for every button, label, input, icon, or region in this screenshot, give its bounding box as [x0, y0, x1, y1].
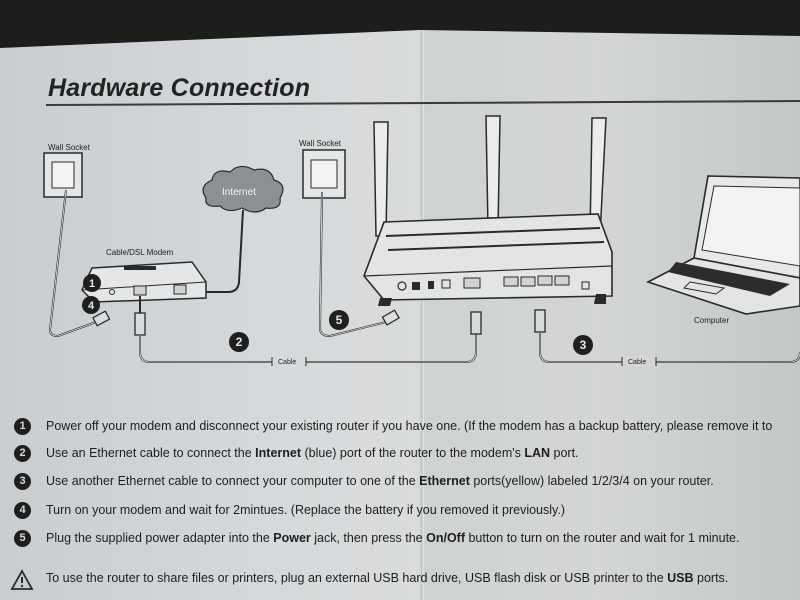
- svg-text:2: 2: [236, 335, 243, 349]
- step-text: Plug the supplied power adapter into the…: [46, 531, 740, 545]
- usb-note-text: To use the router to share files or prin…: [46, 571, 729, 585]
- manual-page: [0, 30, 800, 600]
- ethernet-plug-icon: [534, 309, 546, 333]
- step-text: Power off your modem and disconnect your…: [46, 419, 773, 433]
- svg-text:5: 5: [336, 313, 343, 327]
- ethernet-plug-icon: [134, 312, 146, 336]
- step-text: Use another Ethernet cable to connect yo…: [46, 474, 714, 488]
- step-badge-4: 4: [82, 296, 100, 314]
- step-badge-1: 1: [83, 274, 101, 292]
- ethernet-plug-icon: [470, 311, 482, 335]
- power-plug-icon: [92, 310, 111, 327]
- warning-icon: [10, 569, 34, 590]
- modem: [81, 261, 207, 303]
- computer-label: Computer: [694, 316, 729, 325]
- internet-label: Internet: [222, 187, 256, 198]
- step-number: 5: [14, 530, 31, 547]
- internet-cloud-icon: [202, 165, 284, 213]
- router: [363, 115, 613, 306]
- step-number: 2: [14, 445, 31, 462]
- wall-socket-left: [43, 152, 83, 198]
- step-number: 1: [14, 418, 31, 435]
- wall-socket-right: [302, 149, 346, 199]
- wall-socket-right-label: Wall Socket: [299, 139, 342, 148]
- svg-text:3: 3: [580, 338, 587, 352]
- page-title: Hardware Connection: [48, 74, 311, 102]
- step-number: 4: [14, 502, 31, 519]
- wall-socket-left-label: Wall Socket: [48, 143, 91, 152]
- page-fold: [421, 30, 424, 600]
- step-badge-2: 2: [229, 332, 249, 352]
- cable-left-label: Cable: [278, 359, 296, 366]
- step-text: Use an Ethernet cable to connect the Int…: [46, 446, 579, 460]
- power-plug-icon: [381, 309, 400, 326]
- step-badge-3: 3: [573, 335, 593, 355]
- laptop-computer: [645, 175, 800, 315]
- step-number: 3: [14, 473, 31, 490]
- svg-text:1: 1: [89, 278, 95, 290]
- modem-label: Cable/DSL Modem: [106, 248, 174, 257]
- cable-right-label: Cable: [628, 359, 646, 366]
- step-text: Turn on your modem and wait for 2mintues…: [46, 503, 565, 517]
- step-badge-5: 5: [329, 310, 349, 330]
- svg-text:4: 4: [88, 300, 95, 312]
